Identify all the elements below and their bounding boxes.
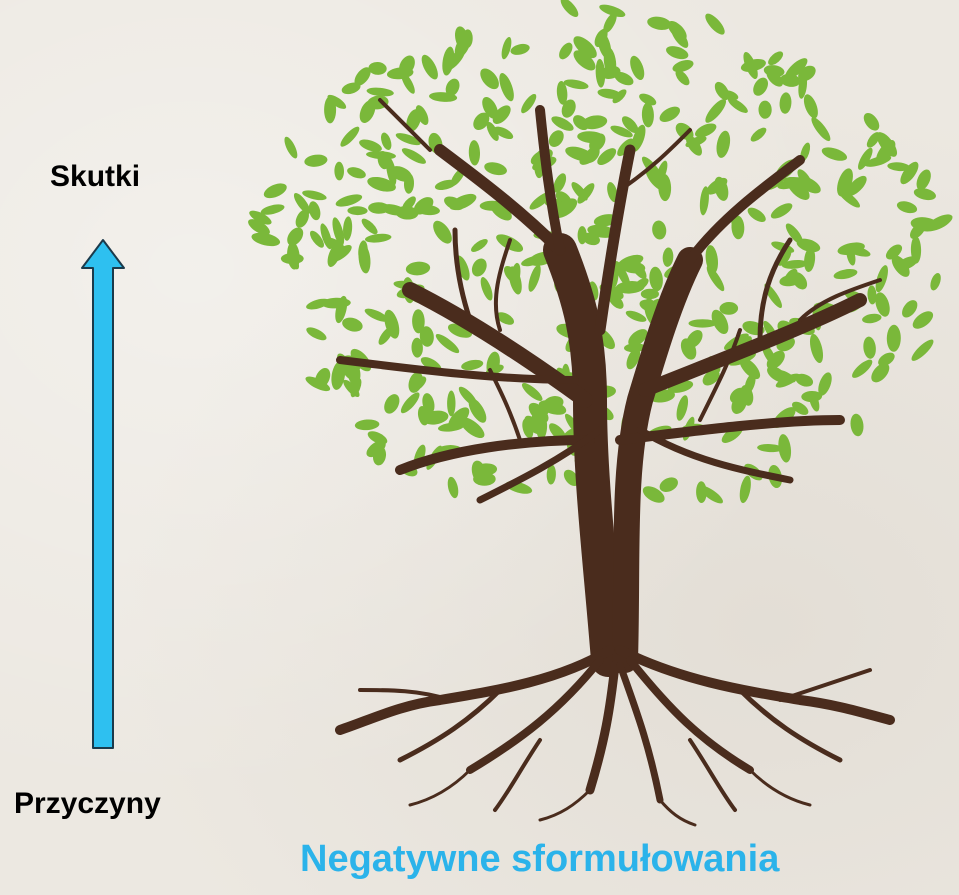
leaf xyxy=(526,263,543,293)
leaf xyxy=(346,165,368,181)
leaf xyxy=(500,36,514,60)
leaf xyxy=(719,302,738,315)
leaf xyxy=(440,46,456,77)
leaf xyxy=(807,333,825,365)
leaf xyxy=(913,186,938,202)
leaf xyxy=(365,233,392,244)
leaf xyxy=(657,103,683,125)
leaf xyxy=(334,162,344,181)
leaf xyxy=(909,337,936,364)
leaf xyxy=(662,247,674,267)
leaf xyxy=(354,419,379,431)
leaf xyxy=(801,92,821,120)
leaf xyxy=(758,100,772,118)
leaf xyxy=(702,96,729,125)
leaf xyxy=(702,11,728,38)
leaf xyxy=(304,153,328,168)
leaf xyxy=(648,266,664,292)
leaf xyxy=(460,358,484,372)
leaf xyxy=(809,115,834,144)
leaf xyxy=(769,200,795,221)
leaf xyxy=(748,125,768,144)
leaf xyxy=(873,264,890,294)
tree-roots xyxy=(340,650,890,825)
leaf xyxy=(429,218,455,247)
leaf xyxy=(381,392,402,417)
leaf xyxy=(400,145,428,166)
leaf xyxy=(641,289,659,299)
leaf xyxy=(624,308,647,324)
leaf xyxy=(833,267,859,281)
leaf xyxy=(779,92,792,114)
causes-label: Przyczyny xyxy=(14,787,161,821)
leaf xyxy=(338,124,362,149)
leaf xyxy=(556,40,575,61)
leaf xyxy=(301,188,327,202)
leaf xyxy=(849,357,874,381)
leaf xyxy=(928,272,942,292)
leaf xyxy=(304,325,328,343)
leaf xyxy=(674,394,690,422)
leaf xyxy=(651,220,668,241)
leaf xyxy=(519,380,544,403)
leaf xyxy=(861,110,883,133)
leaf xyxy=(549,113,575,133)
leaf xyxy=(446,476,460,499)
leaf xyxy=(714,130,732,160)
leaf xyxy=(324,96,336,123)
leaf xyxy=(777,433,793,463)
leaf xyxy=(405,261,430,277)
leaf xyxy=(340,315,364,333)
leaf xyxy=(412,309,425,333)
leaf xyxy=(496,71,517,103)
leaf xyxy=(282,135,300,160)
leaf xyxy=(509,42,530,57)
leaf xyxy=(563,78,589,91)
leaf xyxy=(468,140,480,166)
leaf xyxy=(477,65,503,92)
tree-illustration xyxy=(238,0,959,830)
leaf xyxy=(469,237,490,255)
caption-negative-formulations: Negatywne sformułowania xyxy=(300,838,950,881)
leaf xyxy=(483,160,508,177)
leaf xyxy=(347,206,367,215)
leaf xyxy=(820,145,849,164)
leaf xyxy=(366,86,394,97)
leaf xyxy=(766,49,786,68)
leaf xyxy=(578,226,587,244)
leaf xyxy=(896,199,919,215)
leaf xyxy=(478,276,495,302)
leaf xyxy=(641,102,654,127)
leaf xyxy=(366,150,396,160)
leaf xyxy=(418,52,441,81)
leaf xyxy=(738,475,753,504)
leaf xyxy=(849,413,864,437)
leaf xyxy=(712,175,731,202)
leaf xyxy=(558,0,581,20)
leaf xyxy=(305,297,330,312)
leaf xyxy=(359,216,380,236)
leaf xyxy=(262,180,289,201)
leaf xyxy=(469,256,489,279)
leaf xyxy=(368,61,387,75)
leaf xyxy=(745,205,768,225)
leaf xyxy=(862,336,877,359)
leaf xyxy=(447,391,455,417)
leaf xyxy=(887,325,901,352)
leaf xyxy=(861,313,882,325)
leaf xyxy=(750,75,771,98)
effects-label: Skutki xyxy=(50,160,140,194)
upward-arrow xyxy=(80,238,126,752)
